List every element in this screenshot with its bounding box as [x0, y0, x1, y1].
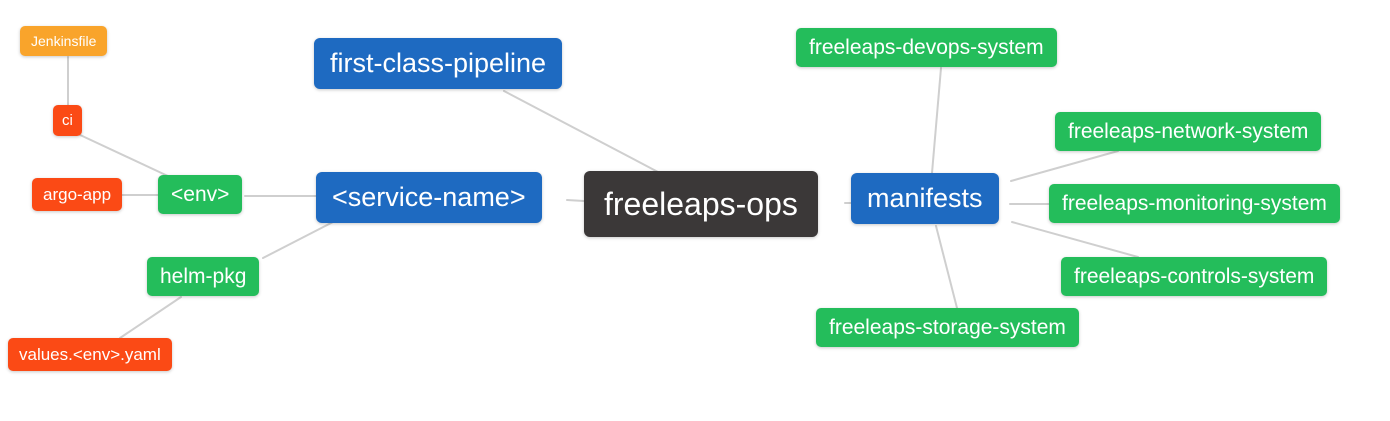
- node-helm-pkg[interactable]: helm-pkg: [147, 257, 260, 296]
- edge-pipeline-root: [503, 90, 659, 173]
- node-freeleaps-devops-system[interactable]: freeleaps-devops-system: [796, 28, 1057, 67]
- edge-manifests-network: [1010, 150, 1119, 182]
- edge-servicename-root: [566, 199, 585, 202]
- edge-ci-env: [77, 133, 171, 178]
- node-jenkinsfile[interactable]: Jenkinsfile: [20, 26, 108, 56]
- node-freeleaps-controls-system[interactable]: freeleaps-controls-system: [1061, 257, 1328, 296]
- node-freeleaps-storage-system[interactable]: freeleaps-storage-system: [816, 308, 1079, 347]
- edge-manifests-devops: [931, 67, 942, 174]
- edge-values-helmpkg: [119, 296, 182, 339]
- node-argo-app[interactable]: argo-app: [32, 178, 123, 211]
- node-freeleaps-monitoring-system[interactable]: freeleaps-monitoring-system: [1049, 184, 1340, 223]
- node-ci[interactable]: ci: [53, 105, 82, 136]
- node-freeleaps-ops-root[interactable]: freeleaps-ops: [584, 171, 818, 237]
- node-first-class-pipeline[interactable]: first-class-pipeline: [314, 38, 563, 89]
- node-freeleaps-network-system[interactable]: freeleaps-network-system: [1055, 112, 1322, 151]
- node-service-name[interactable]: <service-name>: [316, 172, 542, 223]
- edge-manifests-controls: [1011, 221, 1139, 258]
- node-manifests[interactable]: manifests: [851, 173, 999, 224]
- edge-helmpkg-servicename: [262, 221, 334, 259]
- edge-manifests-storage: [935, 225, 958, 309]
- node-values-env-yaml[interactable]: values.<env>.yaml: [8, 338, 172, 371]
- node-env[interactable]: <env>: [158, 175, 243, 214]
